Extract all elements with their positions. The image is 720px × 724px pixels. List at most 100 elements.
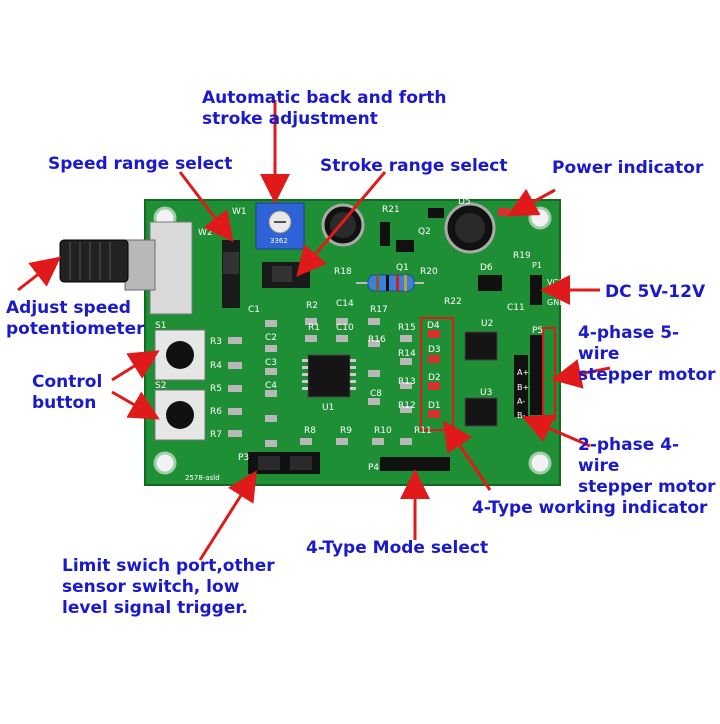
silk-label: W1 [232,207,247,217]
stroke-range-jumper [262,262,310,288]
silk-label: R17 [370,305,388,315]
pot-code: 3362 [270,237,288,245]
silk-label: R14 [398,349,416,359]
capacitor [444,202,496,254]
callout-two-phase: 2-phase 4-wire stepper motor [578,435,716,497]
silk-label: A+ [517,368,529,377]
silk-label: R1 [308,323,320,333]
arrow-adjust-speed [17,256,62,292]
silk-label: R5 [210,384,222,394]
silk-label: P3 [238,453,249,463]
arrow-working-indicator [442,420,492,491]
callout-limit-switch: Limit swich port,other sensor switch, lo… [62,556,275,618]
silk-label: D6 [480,263,493,273]
indicator-leds [428,330,440,418]
silk-label: VCC [547,278,564,287]
diode [380,222,390,246]
speed-potentiometer [59,221,193,315]
silk-label: R13 [398,377,416,387]
callout-dc-input: DC 5V-12V [605,282,706,302]
pcb-board [144,199,561,486]
silk-label: R7 [210,430,222,440]
callout-arrows [17,100,611,561]
silk-label: U1 [322,403,334,413]
smd-components [228,318,412,447]
silk-label: R8 [304,426,316,436]
callout-control-button: Control button [32,372,103,413]
arrow-four-phase [551,359,611,389]
silk-label: C11 [507,303,525,313]
arrow-stroke-range [296,171,387,277]
resistor [356,274,424,292]
driver-ic-u2 [464,331,498,361]
speed-range-jumper [222,240,240,308]
mounting-hole [153,451,177,475]
silk-label: S2 [155,381,166,391]
stroke-trimmer: 3362 [255,202,305,250]
transistor [428,208,444,218]
silk-label: U2 [481,319,493,329]
silk-label: R16 [368,335,386,345]
callout-speed-range: Speed range select [48,154,233,174]
callout-mode-select: 4-Type Mode select [306,538,489,558]
silk-label: 2578-asld [185,474,220,482]
silk-label: C14 [336,299,354,309]
arrow-limit-switch [198,470,257,561]
silk-label: C8 [370,389,382,399]
silk-label: S1 [155,321,166,331]
mounting-hole [528,206,552,230]
silk-label: W2 [198,228,213,238]
power-led [498,208,510,216]
silk-label: R2 [306,301,318,311]
callout-four-phase: 4-phase 5-wire stepper motor [578,323,716,385]
silk-label: C3 [265,358,277,368]
silk-label: B- [517,411,525,420]
silk-label: D1 [428,401,441,411]
button-s2 [154,389,206,441]
silk-label: U3 [480,388,492,398]
silk-label: R21 [382,205,400,215]
diode [478,275,502,291]
callout-auto-stroke: Automatic back and forth stroke adjustme… [202,88,447,129]
silk-label: Q1 [396,263,409,273]
silk-label: R4 [210,361,222,371]
arrow-speed-range [178,171,234,243]
callout-working-indicator: 4-Type working indicator [472,498,708,518]
silk-label: D3 [428,345,441,355]
silk-label: R20 [420,267,438,277]
arrow-control-button-1 [111,350,160,382]
motor-header-4wire [514,355,528,417]
silk-label: P4 [368,463,379,473]
callout-stroke-range: Stroke range select [320,156,508,176]
silk-label: R18 [334,267,352,277]
motor-header-p5 [530,335,544,415]
silk-label: B+ [517,383,529,392]
silk-label: C1 [248,305,260,315]
silk-label: R22 [444,297,462,307]
power-header [530,275,542,305]
silk-label: R9 [340,426,352,436]
silk-label: R6 [210,407,222,417]
mounting-hole [528,451,552,475]
silk-label: R3 [210,337,222,347]
transistor [396,240,414,252]
driver-ic-u3 [464,397,498,427]
silk-label: C10 [336,323,354,333]
silk-label: R12 [398,401,416,411]
silk-label: R15 [398,323,416,333]
arrow-control-button-2 [111,390,160,420]
silk-label: P5 [532,326,543,336]
callout-adjust-speed: Adjust speed potentiometer [6,298,145,339]
silk-label: GND [547,298,565,307]
silk-label: R11 [414,426,432,436]
main-ic-u1 [302,354,356,398]
mode-header-p4 [380,457,450,471]
indicator-highlight-box [420,317,454,431]
callout-power-indicator: Power indicator [552,158,704,178]
silk-label: D2 [428,373,441,383]
arrow-power-indicator [507,188,556,217]
silk-label: P1 [532,261,542,270]
silk-label: R10 [374,426,392,436]
